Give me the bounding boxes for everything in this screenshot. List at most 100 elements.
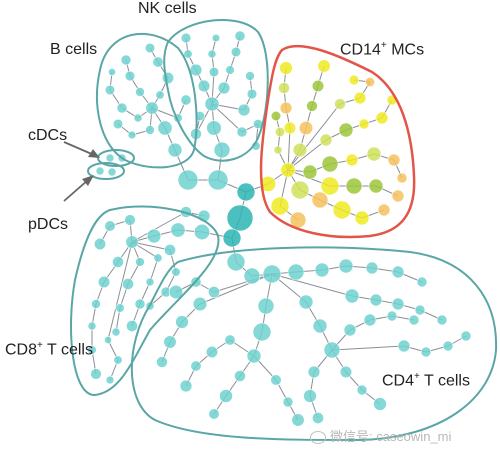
tree-node: [345, 153, 359, 167]
tree-node: [287, 263, 305, 281]
tree-node: [122, 278, 134, 290]
tree-node: [353, 91, 367, 105]
tree-node: [290, 180, 310, 200]
cd4-label-main: CD4: [382, 372, 415, 390]
tree-node: [197, 79, 211, 93]
tree-node: [358, 118, 370, 130]
tree-node: [90, 368, 102, 380]
wechat-icon: [310, 431, 326, 445]
tree-node: [204, 96, 220, 112]
tree-node: [237, 103, 251, 117]
b-cells-outline: [96, 32, 198, 169]
tree-node: [224, 334, 236, 346]
tree-edge: [287, 103, 341, 171]
watermark-text: 微信号: caseowin_mi: [330, 429, 452, 444]
tree-node: [302, 164, 318, 180]
cd4-t-cells-outline: [130, 246, 498, 442]
cdcs-outline: [97, 149, 135, 167]
cd4-label-sup: +: [414, 371, 420, 382]
tree-node: [145, 125, 155, 135]
tree-node: [236, 182, 256, 202]
tree-node: [442, 340, 454, 352]
cd14-label-main: CD14: [340, 41, 381, 59]
cd14-label-sup: +: [380, 40, 387, 51]
tree-node: [193, 223, 211, 241]
tree-node: [177, 169, 199, 191]
tree-node: [311, 79, 325, 93]
tree-node: [180, 94, 192, 106]
tree-edge: [287, 139, 327, 171]
tree-node: [280, 162, 296, 178]
population-outlines: [70, 19, 498, 442]
tree-node: [338, 258, 354, 274]
tree-node: [125, 235, 139, 249]
tree-node: [104, 336, 112, 344]
tree-node: [420, 346, 432, 358]
watermark: 微信号: caseowin_mi: [310, 426, 451, 445]
tree-node: [334, 98, 346, 110]
tree-node: [369, 293, 383, 307]
cd8-label-tail: T cells: [42, 341, 93, 359]
tree-edge: [213, 273, 273, 293]
tree-node: [161, 71, 175, 85]
tree-node: [339, 365, 353, 379]
tree-node: [226, 252, 246, 272]
tree-node: [208, 408, 220, 420]
tree-node: [270, 374, 282, 386]
tree-node: [291, 413, 305, 427]
tree-node: [319, 133, 333, 147]
cd8-label-main: CD8: [5, 341, 38, 359]
tree-node: [207, 169, 229, 191]
tree-node: [323, 341, 341, 359]
tree-node: [87, 321, 97, 331]
tree-node: [175, 315, 189, 329]
pdcs-outline: [87, 162, 125, 180]
tree-node: [168, 284, 184, 300]
tree-node: [144, 42, 156, 54]
tree-node: [95, 166, 105, 176]
tree-node: [152, 56, 164, 68]
cd8-t-cells-label: CD8+ T cells: [5, 341, 93, 358]
tree-node: [243, 267, 261, 285]
tree-node: [320, 176, 340, 196]
tree-node: [213, 141, 231, 159]
tree-node: [391, 297, 405, 311]
tree-node: [314, 262, 330, 278]
cd8-label-sup: +: [37, 340, 43, 351]
tree-node: [116, 102, 128, 114]
tree-node: [225, 65, 235, 75]
tree-node: [93, 237, 107, 251]
tree-node: [375, 111, 389, 125]
tree-node: [373, 397, 387, 411]
tree-node: [134, 298, 146, 310]
tree-node: [111, 327, 121, 337]
tree-node: [108, 68, 116, 76]
tree-node: [107, 167, 117, 177]
cd4-label-tail: T cells: [419, 372, 470, 390]
tree-node: [246, 88, 258, 100]
tree-node: [306, 100, 318, 112]
pdcs-arrow: [63, 179, 89, 202]
pdcs-arrowhead: [82, 175, 94, 186]
tree-node: [163, 335, 177, 349]
tree-node: [387, 153, 401, 167]
tree-node: [120, 54, 132, 66]
tree-node: [234, 370, 246, 382]
cd4-t-cells-label: CD4+ T cells: [382, 372, 470, 389]
tree-node: [282, 396, 294, 408]
tree-node: [180, 32, 192, 44]
tree-node: [354, 210, 370, 226]
tree-node: [377, 203, 391, 217]
tree-edge: [331, 345, 405, 351]
tree-node: [391, 265, 405, 279]
tree-node: [321, 155, 339, 173]
tree-node: [460, 330, 472, 342]
b-cells-label: B cells: [50, 41, 98, 58]
tree-node: [206, 120, 222, 136]
tree-node: [368, 178, 384, 194]
tree-node: [416, 276, 428, 288]
tree-node: [157, 120, 173, 136]
tree-node: [192, 296, 208, 312]
tree-node: [364, 76, 376, 88]
